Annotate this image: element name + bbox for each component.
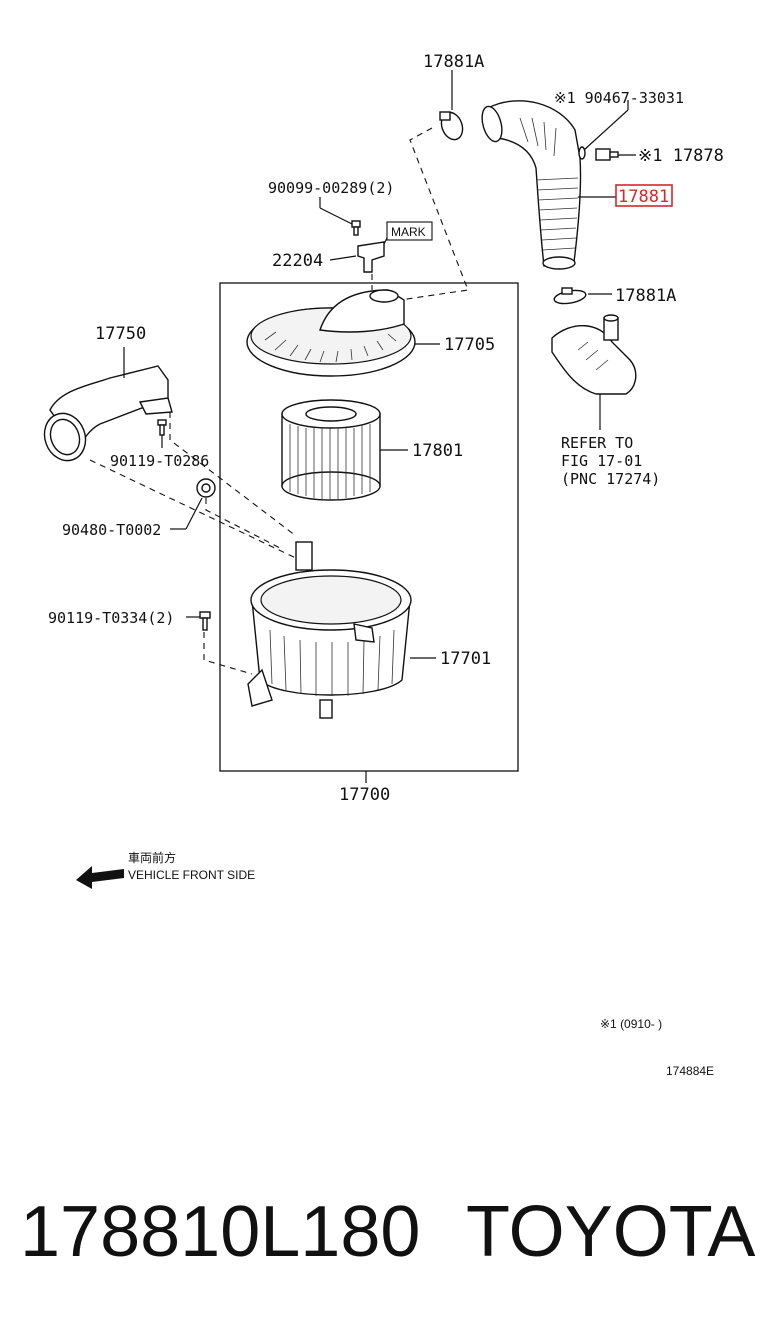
label-17881-highlighted[interactable]: 17881 (618, 187, 669, 207)
refer-line-1: REFER TO (561, 434, 633, 452)
label-22204[interactable]: 22204 (272, 251, 323, 271)
label-17878[interactable]: ※1 17878 (638, 146, 724, 166)
air-cleaner-case-17701[interactable] (247, 541, 412, 719)
vehicle-front-arrow-icon (76, 866, 124, 889)
sensor-17878[interactable] (595, 148, 619, 161)
drawing-code: 174884E (666, 1064, 714, 1078)
o-ring-90467[interactable] (578, 146, 586, 160)
bolt-90119-T0286[interactable] (157, 419, 167, 436)
label-17750[interactable]: 17750 (95, 324, 146, 344)
grommet-90480[interactable] (196, 478, 216, 498)
intake-hose-17881[interactable] (479, 100, 582, 270)
footnote: ※1 (0910- ) (600, 1017, 662, 1031)
elbow-pipe-17274[interactable] (551, 314, 637, 395)
filter-element-17801[interactable] (281, 399, 381, 501)
label-17881A-top[interactable]: 17881A (423, 52, 484, 72)
label-90467[interactable]: ※1 90467-33031 (554, 89, 684, 107)
direction-en: VEHICLE FRONT SIDE (128, 868, 255, 882)
label-90119-T0286[interactable]: 90119-T0286 (110, 452, 209, 470)
label-mark: MARK (391, 225, 426, 239)
direction-jp: 車両前方 (128, 850, 176, 865)
hose-clamp-17881A-mid[interactable] (553, 287, 587, 306)
label-90099[interactable]: 90099-00289(2) (268, 179, 394, 197)
label-17701[interactable]: 17701 (440, 649, 491, 669)
label-90480[interactable]: 90480-T0002 (62, 521, 161, 539)
caption-part-number: 178810L180 (20, 1192, 420, 1272)
air-flow-meter-22204[interactable] (357, 241, 385, 273)
label-17801[interactable]: 17801 (412, 441, 463, 461)
assembly-box-17700 (219, 282, 519, 772)
refer-line-2: FIG 17-01 (561, 452, 642, 470)
intake-duct-17750[interactable] (38, 365, 173, 466)
hose-clamp-17881A-top[interactable] (438, 109, 466, 142)
label-17700[interactable]: 17700 (339, 785, 390, 805)
bolt-90099[interactable] (351, 220, 361, 236)
caption-brand: TOYOTA (466, 1192, 755, 1272)
label-17881A-mid[interactable]: 17881A (615, 286, 676, 306)
air-cleaner-cover-17705[interactable] (246, 289, 416, 377)
label-17705[interactable]: 17705 (444, 335, 495, 355)
bolt-90119-T0334[interactable] (199, 611, 211, 631)
mark-box (386, 221, 433, 241)
highlight-box-17881 (615, 184, 673, 207)
refer-line-3: (PNC 17274) (561, 470, 660, 488)
label-90119-T0334[interactable]: 90119-T0334(2) (48, 609, 174, 627)
